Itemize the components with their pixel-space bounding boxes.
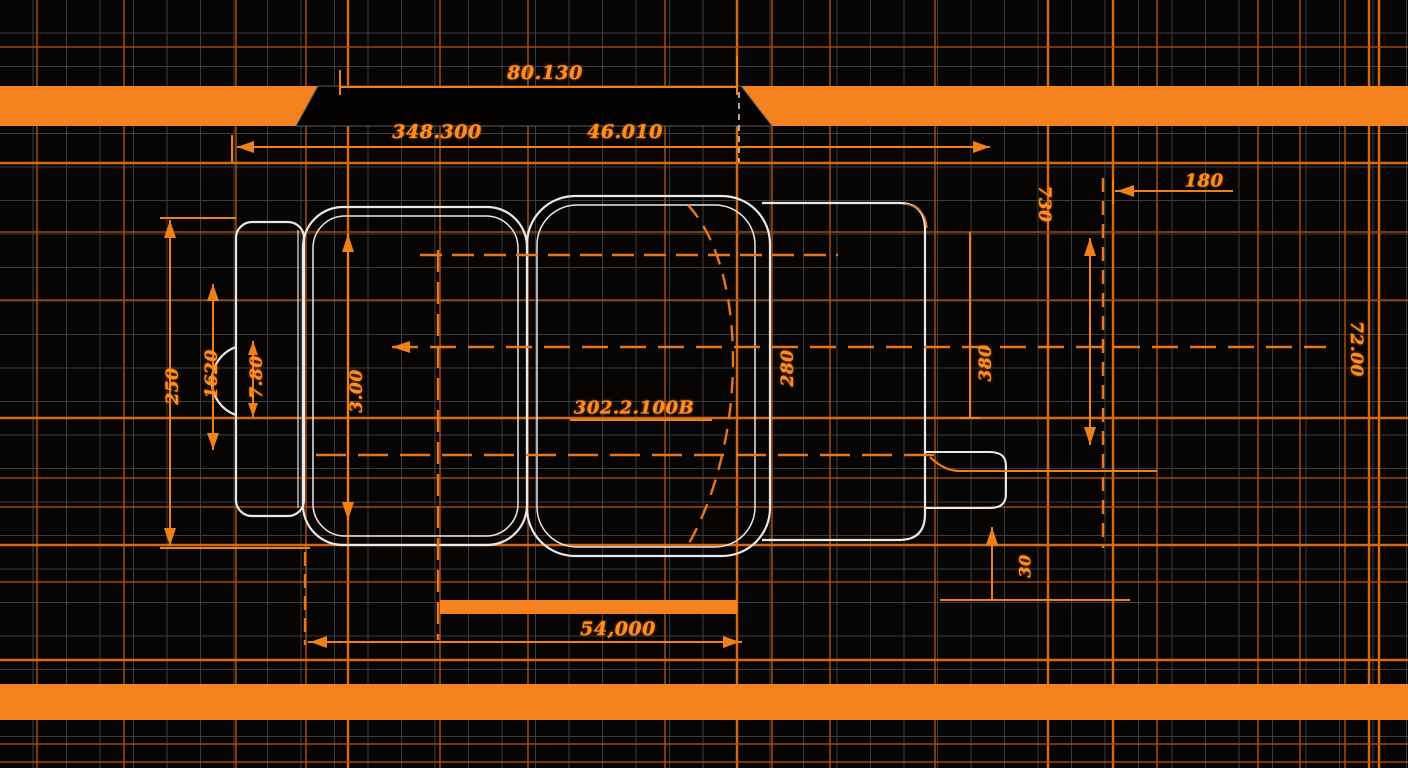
part-left-bump [210,345,237,417]
dim-bottom-offset-label: 30 [1015,554,1035,578]
part-mid-module-outer [301,205,529,547]
dim-overall-width-label: 348.300 [392,121,482,143]
dim-right-height-label: 380 [976,344,996,382]
corner-accent-arc [904,203,928,229]
dimension-arrows [164,141,1134,648]
dim-mid-height-label: 3.00 [347,369,367,413]
part-right-tab [925,451,1007,509]
dim-right-edge-height-label: 72.00 [1346,321,1366,377]
orange-band-bottom [0,684,1408,720]
dim-upper-width-label: 46.010 [587,121,663,143]
top-black-trapezoid [295,85,774,127]
dim-left-inner-height-label: 1620 [202,349,222,399]
dim-right-offset-label: 180 [1184,170,1224,192]
grid-bright-horizontals [0,161,1408,662]
part-outline [210,194,1007,558]
part-center-module-outer [525,194,772,558]
dim-left-height-label: 250 [163,367,183,405]
centerlines [303,178,1326,645]
dimension-lines [160,56,1233,643]
part-mid-module-inner [312,215,519,537]
dim-top-width-label: 80.130 [507,62,583,84]
dim-center-height-label: 280 [778,349,798,387]
orange-bar-middle [440,600,737,614]
dim-right-rise-label: 730 [1034,185,1054,223]
part-center-module-inner [536,204,756,548]
dim-bottom-width-label: 54,000 [580,618,656,640]
dashed-arc [686,204,735,546]
dim-bump-height-label: 7.80 [247,355,267,399]
grid-accent-horizontals [0,46,1408,763]
dim-center-note-label: 302.2.100B [573,397,695,419]
